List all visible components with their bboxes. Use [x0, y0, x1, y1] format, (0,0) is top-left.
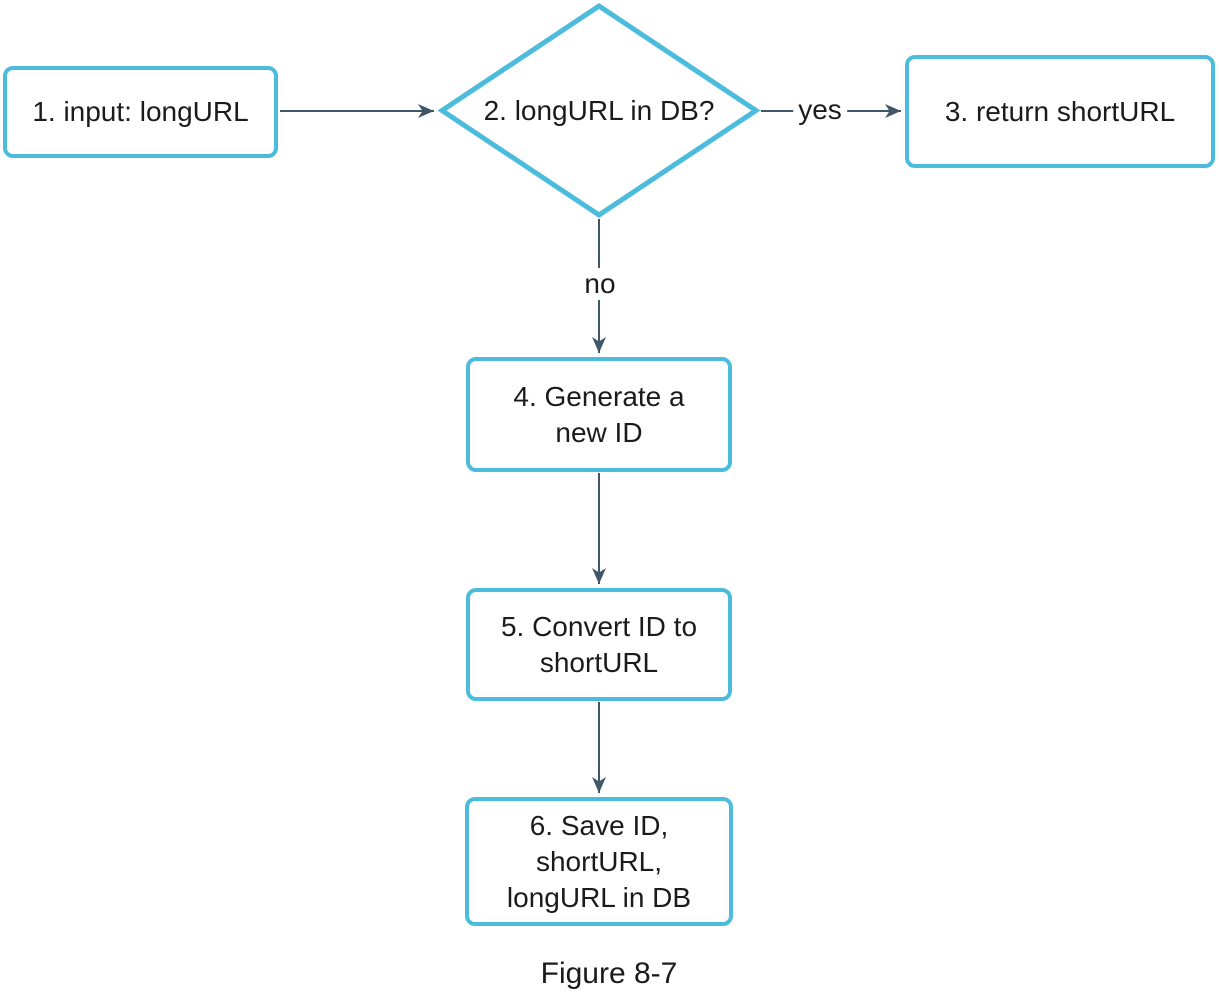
node-return-shorturl: 3. return shortURL: [905, 55, 1215, 168]
node-save-to-db: 6. Save ID, shortURL, longURL in DB: [465, 797, 733, 926]
decision-diamond-shape: [437, 2, 761, 219]
node-decision-label: 2. longURL in DB?: [483, 95, 715, 126]
node-input-longurl: 1. input: longURL: [3, 66, 278, 158]
node-generate-new-id: 4. Generate a new ID: [466, 357, 732, 472]
edge-label-no: no: [579, 268, 621, 300]
edge-label-yes: yes: [793, 94, 847, 126]
node-convert-id-to-shorturl: 5. Convert ID to shortURL: [466, 588, 732, 701]
figure-caption: Figure 8-7: [540, 957, 678, 990]
